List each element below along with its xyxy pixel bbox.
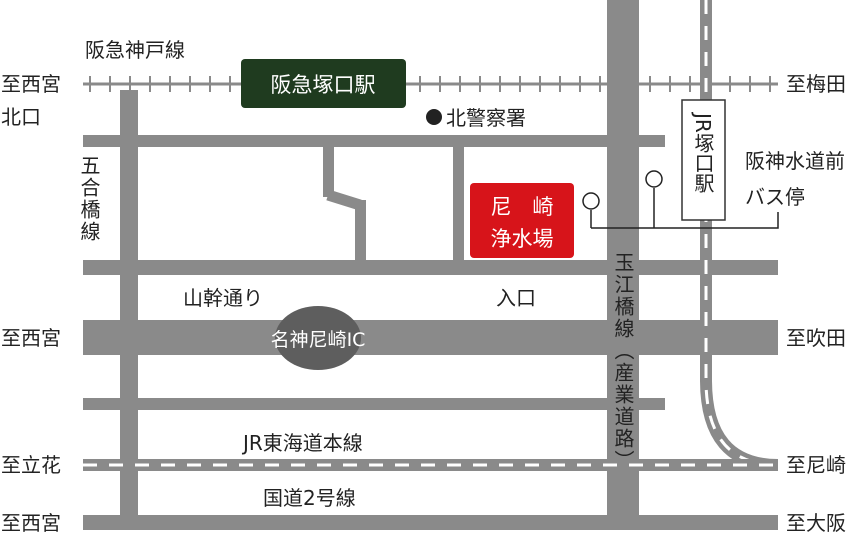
bus-stop-pin-east: [645, 170, 663, 228]
roads-layer: [83, 0, 778, 530]
police-label: 北警察署: [446, 106, 526, 130]
road-middle-street: [83, 260, 778, 275]
destination-line1: 尼 崎: [491, 195, 554, 219]
jr-vertical-line: [700, 0, 779, 471]
gogobashi-label: 五合橋線: [77, 155, 101, 243]
sankan-label: 山幹通り: [183, 286, 263, 310]
dir-left-sankan: 至西宮: [1, 326, 61, 350]
entrance-label: 入口: [496, 286, 536, 310]
bus-stop-label-1: 阪神水道前: [745, 149, 845, 173]
jr-tsukaguchi-station[interactable]: JR塚口駅: [681, 99, 726, 221]
hankyu-line-label: 阪急神戸線: [85, 38, 185, 62]
road-connector-east: [453, 147, 464, 262]
road-connector-west: [323, 147, 334, 197]
kokudo2-label: 国道2号線: [263, 486, 356, 510]
hankyu-tsukaguchi-station[interactable]: 阪急塚口駅: [241, 59, 406, 108]
meishin-ic-marker[interactable]: 名神尼崎IC: [271, 306, 366, 370]
road-sankan: [83, 320, 778, 355]
ic-label: 名神尼崎IC: [271, 329, 366, 351]
dir-left-jr: 至立花: [1, 453, 61, 477]
jr-tokaido-label: JR東海道本線: [241, 431, 363, 455]
dir-right-sankan: 至吹田: [786, 326, 846, 350]
dir-right-bottom: 至大阪: [786, 511, 846, 535]
jr-station-label: JR塚口駅: [691, 111, 715, 193]
road-connector-south: [355, 200, 366, 262]
hankyu-line: [83, 76, 778, 92]
dir-right-hankyu: 至梅田: [786, 72, 846, 96]
destination-marker[interactable]: 尼 崎 浄水場: [470, 183, 574, 258]
hankyu-station-label: 阪急塚口駅: [271, 73, 376, 97]
destination-line2: 浄水場: [491, 227, 554, 251]
dir-left-hankyu-1: 至西宮: [1, 72, 61, 96]
dir-left-bottom: 至西宮: [1, 511, 61, 535]
dir-left-hankyu-2: 北口: [1, 105, 41, 129]
road-upper-street: [83, 135, 665, 147]
road-lower-street: [83, 398, 665, 410]
police-dot-icon: [426, 109, 442, 125]
road-kokudo2: [83, 515, 778, 530]
police-station: 北警察署: [426, 106, 526, 130]
dir-right-jr: 至尼崎: [786, 453, 846, 477]
bus-stop-pin-west: [582, 192, 600, 228]
road-gogobashi: [120, 90, 138, 530]
jr-tokaido-line: [83, 459, 778, 471]
bus-stop-leader-line: [591, 212, 779, 229]
bus-stop-label-2: バス停: [745, 185, 805, 209]
road-connector-diagonal: [326, 189, 362, 211]
tamaebashi-label: 玉江橋線（産業道路）: [611, 252, 635, 472]
road-tamaebashi: [607, 0, 639, 530]
